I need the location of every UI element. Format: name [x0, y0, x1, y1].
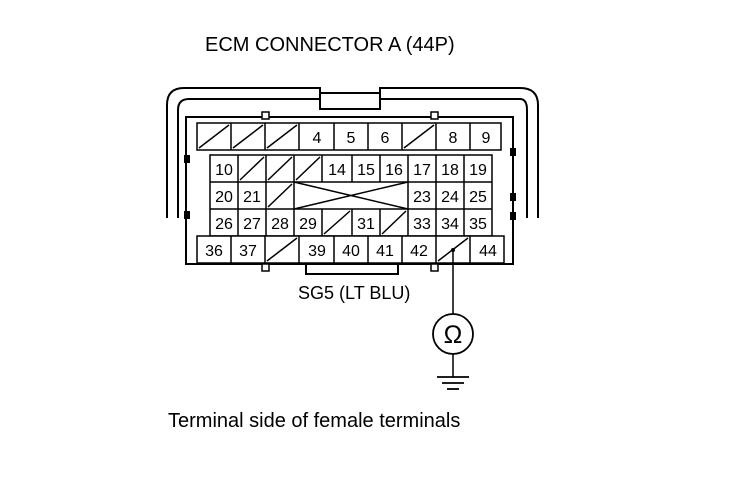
pin-25: 25	[469, 189, 487, 206]
probe-tip	[451, 248, 455, 252]
pin-36: 36	[205, 243, 223, 260]
pin-35: 35	[469, 216, 487, 233]
pin-29: 29	[299, 216, 317, 233]
connector-nubs	[261, 111, 439, 272]
pin-18: 18	[441, 162, 459, 179]
pin-15: 15	[357, 162, 375, 179]
diagram-caption: Terminal side of female terminals	[168, 410, 461, 432]
pin-31: 31	[357, 216, 375, 233]
pin-24: 24	[441, 189, 459, 206]
pin-41: 41	[376, 243, 394, 260]
pin-10: 10	[215, 162, 233, 179]
pin-44: 44	[479, 243, 497, 260]
pin-37: 37	[239, 243, 257, 260]
ohmmeter-icon: Ω	[432, 313, 474, 355]
pin-9: 9	[482, 130, 491, 147]
pin-42: 42	[410, 243, 428, 260]
pin-21: 21	[243, 189, 261, 206]
ground-icon	[437, 376, 469, 390]
pin-26: 26	[215, 216, 233, 233]
pin-4: 4	[313, 130, 322, 147]
pin-labels: 4 5 6 8 9 10 14 15 16 17 18 19 20 21 23 …	[205, 130, 497, 260]
pin-8: 8	[449, 130, 458, 147]
pin-28: 28	[271, 216, 289, 233]
pin-16: 16	[385, 162, 403, 179]
pin-40: 40	[342, 243, 360, 260]
pin-14: 14	[328, 162, 346, 179]
pin-27: 27	[243, 216, 261, 233]
pin-23: 23	[413, 189, 431, 206]
pin-19: 19	[469, 162, 487, 179]
ohm-symbol: Ω	[444, 321, 463, 349]
connector-title: ECM CONNECTOR A (44P)	[205, 34, 455, 56]
pin-grid	[196, 122, 505, 264]
wire-label: SG5 (LT BLU)	[298, 283, 411, 303]
pin-5: 5	[347, 130, 356, 147]
pin-20: 20	[215, 189, 233, 206]
pin-39: 39	[308, 243, 326, 260]
pin-33: 33	[413, 216, 431, 233]
pin-6: 6	[381, 130, 390, 147]
connector-side-keys	[184, 148, 516, 220]
pin-17: 17	[413, 162, 431, 179]
pin-34: 34	[441, 216, 459, 233]
